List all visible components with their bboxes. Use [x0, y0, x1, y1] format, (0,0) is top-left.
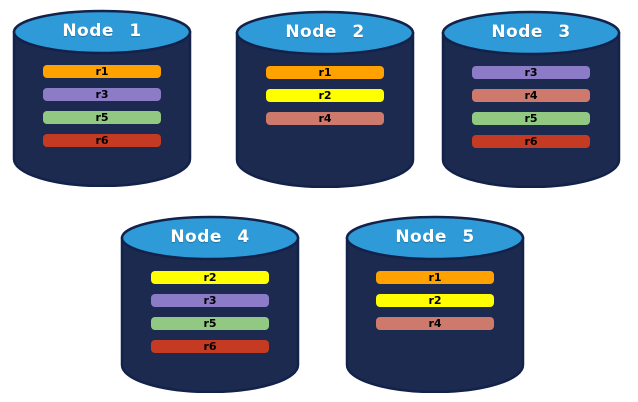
replica-bar-r3: r3	[151, 294, 269, 307]
node-title: Node 4	[170, 227, 250, 247]
replica-bar-r4: r4	[472, 89, 590, 102]
replica-list: r1 r3 r5 r6	[43, 65, 161, 157]
replica-bar-r4: r4	[266, 112, 384, 125]
cylinder-top	[235, 10, 415, 56]
node-cylinder-4: Node 4 r2 r3 r5 r6	[120, 215, 300, 393]
replica-bar-r1: r1	[376, 271, 494, 284]
replica-bar-r5: r5	[472, 112, 590, 125]
replica-list: r2 r3 r5 r6	[151, 271, 269, 363]
replica-bar-r4: r4	[376, 317, 494, 330]
replica-bar-r6: r6	[472, 135, 590, 148]
replica-bar-r2: r2	[266, 89, 384, 102]
node-cylinder-5: Node 5 r1 r2 r4	[345, 215, 525, 393]
node-title: Node 2	[285, 22, 365, 42]
cylinder-top	[120, 215, 300, 261]
node-title: Node 3	[491, 22, 571, 42]
replica-bar-r2: r2	[151, 271, 269, 284]
replica-bar-r1: r1	[266, 66, 384, 79]
replica-bar-r5: r5	[151, 317, 269, 330]
node-cylinder-3: Node 3 r3 r4 r5 r6	[441, 10, 621, 188]
node-title: Node 1	[62, 21, 142, 41]
replica-bar-r6: r6	[151, 340, 269, 353]
cylinder-top	[12, 9, 192, 55]
cylinder-top	[441, 10, 621, 56]
replica-bar-r3: r3	[472, 66, 590, 79]
node-title: Node 5	[395, 227, 475, 247]
replica-list: r3 r4 r5 r6	[472, 66, 590, 158]
node-cylinder-2: Node 2 r1 r2 r4	[235, 10, 415, 188]
cylinder-top	[345, 215, 525, 261]
node-cylinder-1: Node 1 r1 r3 r5 r6	[12, 9, 192, 187]
replica-bar-r1: r1	[43, 65, 161, 78]
replica-bar-r3: r3	[43, 88, 161, 101]
replica-bar-r6: r6	[43, 134, 161, 147]
replica-list: r1 r2 r4	[266, 66, 384, 135]
replica-bar-r2: r2	[376, 294, 494, 307]
replica-list: r1 r2 r4	[376, 271, 494, 340]
replica-bar-r5: r5	[43, 111, 161, 124]
